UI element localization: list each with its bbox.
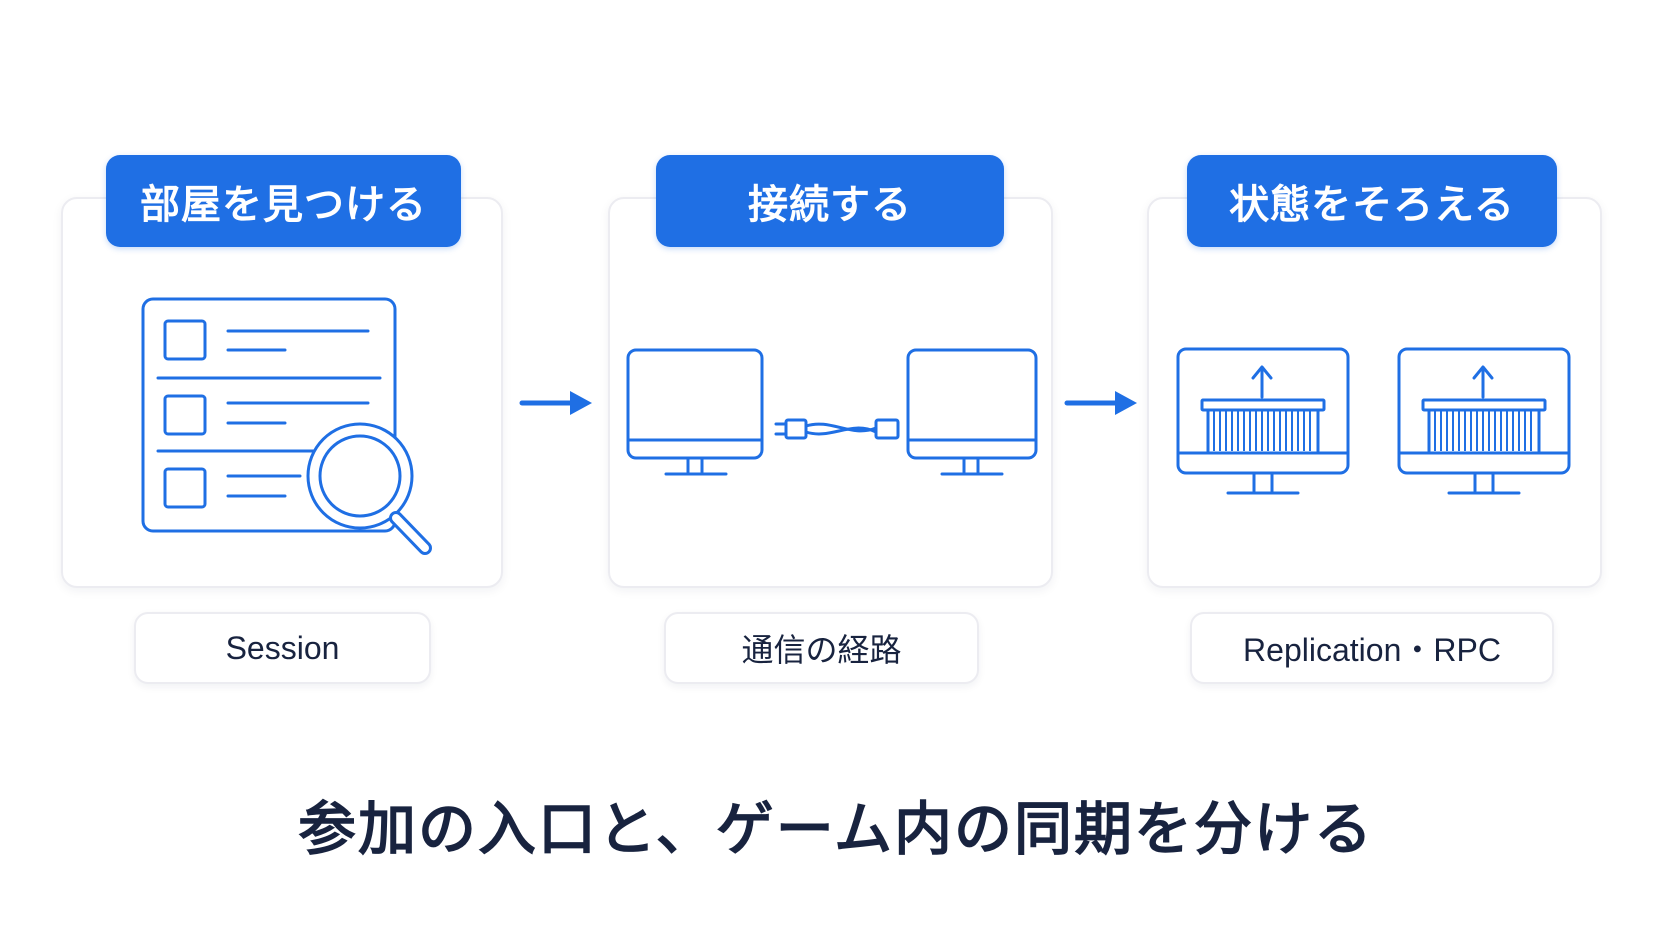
step-card-find-room — [61, 197, 503, 588]
step-heading-sync-state: 状態をそろえる — [1187, 155, 1557, 247]
arrow-right-icon — [519, 391, 592, 415]
step-heading-connect: 接続する — [656, 155, 1004, 247]
step-heading-find-room: 部屋を見つける — [106, 155, 461, 247]
step-label-route: 通信の経路 — [664, 612, 979, 684]
sync-monitors-icon — [1176, 347, 1571, 495]
arrow-right-icon — [1064, 391, 1137, 415]
step-card-connect — [608, 197, 1053, 588]
step-label-replication-rpc: Replication・RPC — [1190, 612, 1554, 684]
diagram-caption: 参加の入口と、ゲーム内の同期を分ける — [298, 795, 1374, 863]
list-search-icon — [141, 297, 432, 555]
connected-monitors-icon — [626, 348, 1038, 476]
step-card-sync-state — [1147, 197, 1602, 588]
step-label-session: Session — [134, 612, 431, 684]
